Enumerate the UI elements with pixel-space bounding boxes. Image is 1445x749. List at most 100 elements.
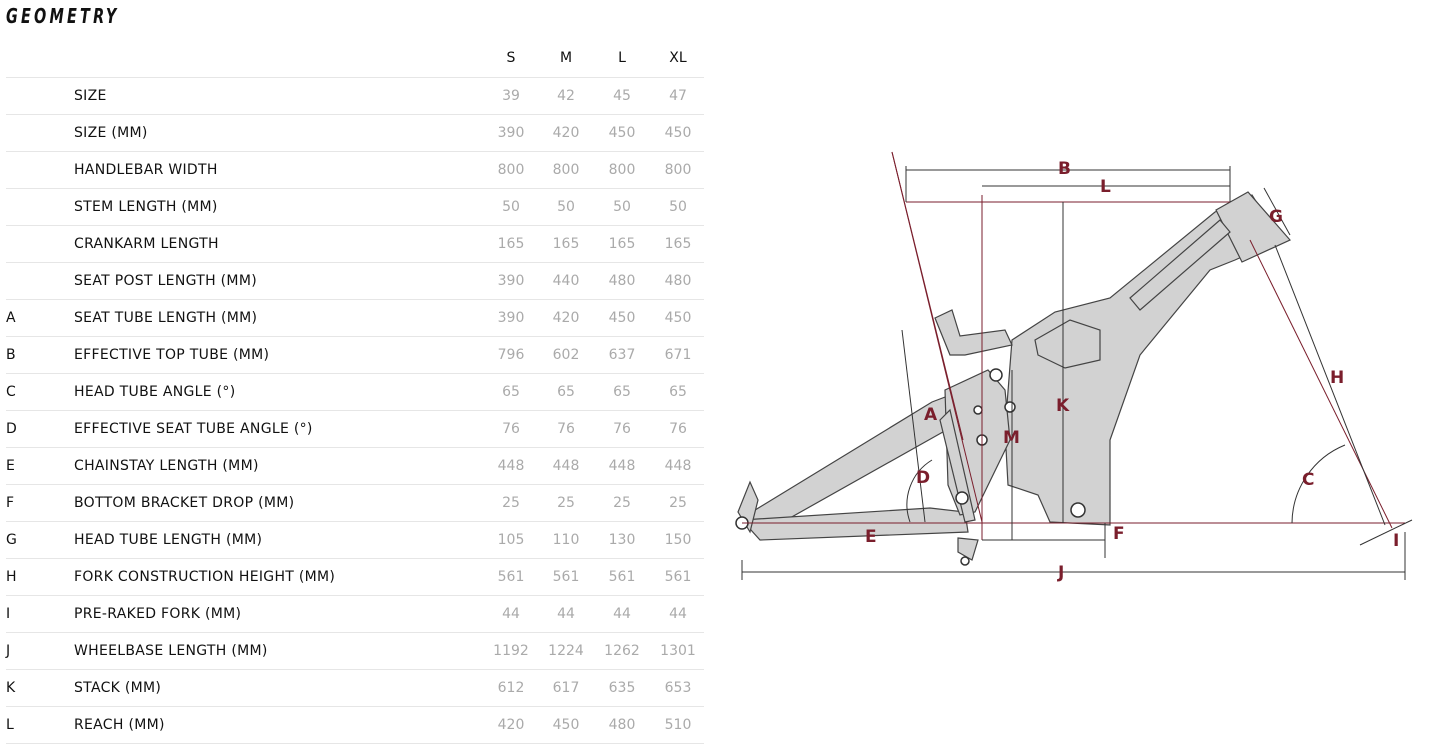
row-code: J: [6, 643, 11, 659]
head-tube: [1215, 191, 1291, 263]
value-cell-s: 612: [497, 680, 525, 696]
row-label: SIZE (MM): [74, 125, 148, 141]
row-code: L: [6, 717, 14, 733]
value-cell-l: 1262: [604, 643, 640, 659]
label-i: I: [1393, 531, 1399, 551]
label-a: A: [924, 405, 938, 425]
label-g: G: [1269, 207, 1283, 227]
bike-geometry-diagram: A B C D E F G H I J K L M: [720, 140, 1420, 594]
value-cell-l: 44: [613, 606, 631, 622]
row-label: REACH (MM): [74, 717, 165, 733]
pivot-icon: [955, 491, 969, 505]
value-cell-m: 561: [552, 569, 580, 585]
shock-body: [1034, 319, 1101, 369]
value-cell-s: 390: [497, 310, 525, 326]
size-header-xl: XL: [669, 50, 687, 66]
row-label: WHEELBASE LENGTH (MM): [74, 643, 268, 659]
label-k: K: [1056, 396, 1070, 416]
row-code: A: [6, 310, 16, 326]
bike-frame-svg: A B C D E F G H I J K L M: [735, 151, 1413, 583]
measurement-labels: A B C D E F G H I J K L M: [865, 159, 1399, 583]
label-d: D: [916, 468, 930, 488]
row-label: HANDLEBAR WIDTH: [74, 162, 218, 178]
value-cell-m: 448: [552, 458, 580, 474]
value-cell-m: 110: [552, 532, 580, 548]
row-code: I: [6, 606, 11, 622]
value-cell-s: 105: [497, 532, 525, 548]
row-code: K: [6, 680, 16, 696]
value-cell-l: 635: [608, 680, 636, 696]
pivot-icon: [960, 556, 970, 566]
value-cell-s: 1192: [493, 643, 529, 659]
value-cell-s: 44: [502, 606, 520, 622]
rocker-link: [934, 309, 1013, 356]
value-cell-m: 420: [552, 310, 580, 326]
value-cell-m: 42: [557, 88, 575, 104]
row-code: E: [6, 458, 15, 474]
row-code: D: [6, 421, 17, 437]
size-header-s: S: [506, 50, 516, 66]
value-cell-l: 65: [613, 384, 631, 400]
value-cell-xl: 1301: [660, 643, 696, 659]
pivot-icon: [989, 368, 1003, 382]
value-cell-s: 39: [502, 88, 520, 104]
label-m: M: [1003, 428, 1020, 448]
value-cell-m: 602: [552, 347, 580, 363]
value-cell-s: 50: [502, 199, 520, 215]
value-cell-s: 65: [502, 384, 520, 400]
value-cell-m: 800: [552, 162, 580, 178]
value-cell-m: 25: [557, 495, 575, 511]
value-cell-l: 76: [613, 421, 631, 437]
bike-frame: [737, 191, 1291, 561]
row-code: G: [6, 532, 17, 548]
value-cell-xl: 25: [669, 495, 687, 511]
value-cell-l: 130: [608, 532, 636, 548]
label-h: H: [1330, 368, 1344, 388]
label-c: C: [1302, 470, 1314, 490]
pivot-icon: [1004, 401, 1016, 413]
row-code: H: [6, 569, 17, 585]
row-label: BOTTOM BRACKET DROP (MM): [74, 495, 295, 511]
value-cell-xl: 450: [664, 125, 692, 141]
value-cell-xl: 150: [664, 532, 692, 548]
value-cell-xl: 671: [664, 347, 692, 363]
value-cell-m: 440: [552, 273, 580, 289]
value-cell-xl: 480: [664, 273, 692, 289]
pivot-points: [735, 368, 1086, 566]
value-cell-xl: 50: [669, 199, 687, 215]
value-cell-l: 450: [608, 125, 636, 141]
row-code: C: [6, 384, 16, 400]
row-code: F: [6, 495, 15, 511]
size-header-l: L: [618, 50, 626, 66]
row-label: STACK (MM): [74, 680, 162, 696]
row-label: PRE-RAKED FORK (MM): [74, 606, 242, 622]
value-cell-l: 637: [608, 347, 636, 363]
label-f: F: [1113, 524, 1125, 544]
label-j: J: [1057, 563, 1064, 583]
row-label: SEAT TUBE LENGTH (MM): [74, 310, 258, 326]
row-label: CHAINSTAY LENGTH (MM): [74, 458, 259, 474]
value-cell-m: 420: [552, 125, 580, 141]
value-cell-xl: 653: [664, 680, 692, 696]
value-cell-xl: 510: [664, 717, 692, 733]
value-cell-m: 44: [557, 606, 575, 622]
value-cell-l: 480: [608, 273, 636, 289]
pivot-icon: [973, 405, 983, 415]
measure-guides: [742, 151, 1405, 540]
value-cell-xl: 561: [664, 569, 692, 585]
label-l: L: [1100, 177, 1111, 197]
value-cell-m: 165: [552, 236, 580, 252]
